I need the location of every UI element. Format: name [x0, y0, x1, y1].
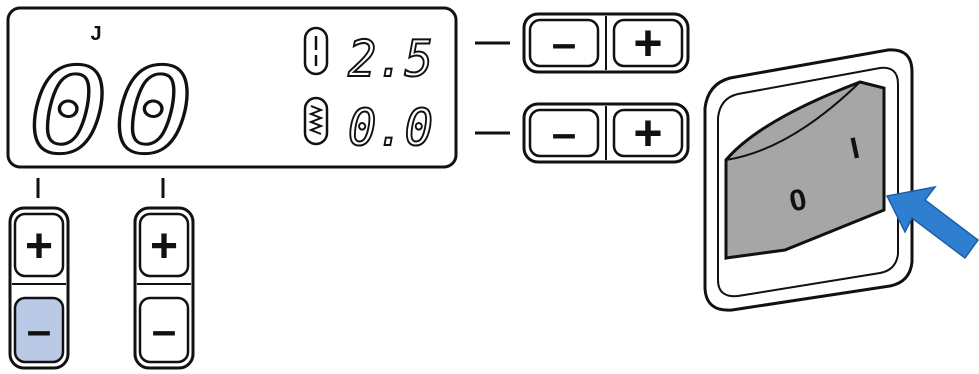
width-minus-label: – — [552, 109, 576, 158]
length-minus-label: – — [552, 19, 576, 68]
stitch-width-icon — [305, 98, 327, 144]
stitch-length-value: 2.5 — [348, 30, 433, 88]
stitch-digit2-buttons: + – — [135, 208, 193, 368]
width-plus-label: + — [633, 105, 662, 161]
power-switch: 0 I — [705, 50, 912, 310]
length-plus-label: + — [633, 15, 662, 71]
digit2-minus-label: – — [152, 306, 176, 355]
stitch-length-icon — [305, 28, 327, 74]
stitch-number: 00 — [28, 42, 198, 180]
digit1-plus-label: + — [25, 220, 53, 273]
stitch-length-buttons: – + — [524, 14, 688, 72]
stitch-digit1-buttons: + – — [10, 208, 68, 368]
stitch-width-value: 0.0 — [348, 99, 433, 157]
digit1-minus-label: – — [27, 306, 51, 355]
digit2-plus-label: + — [150, 220, 178, 273]
stitch-width-buttons: – + — [524, 104, 688, 162]
